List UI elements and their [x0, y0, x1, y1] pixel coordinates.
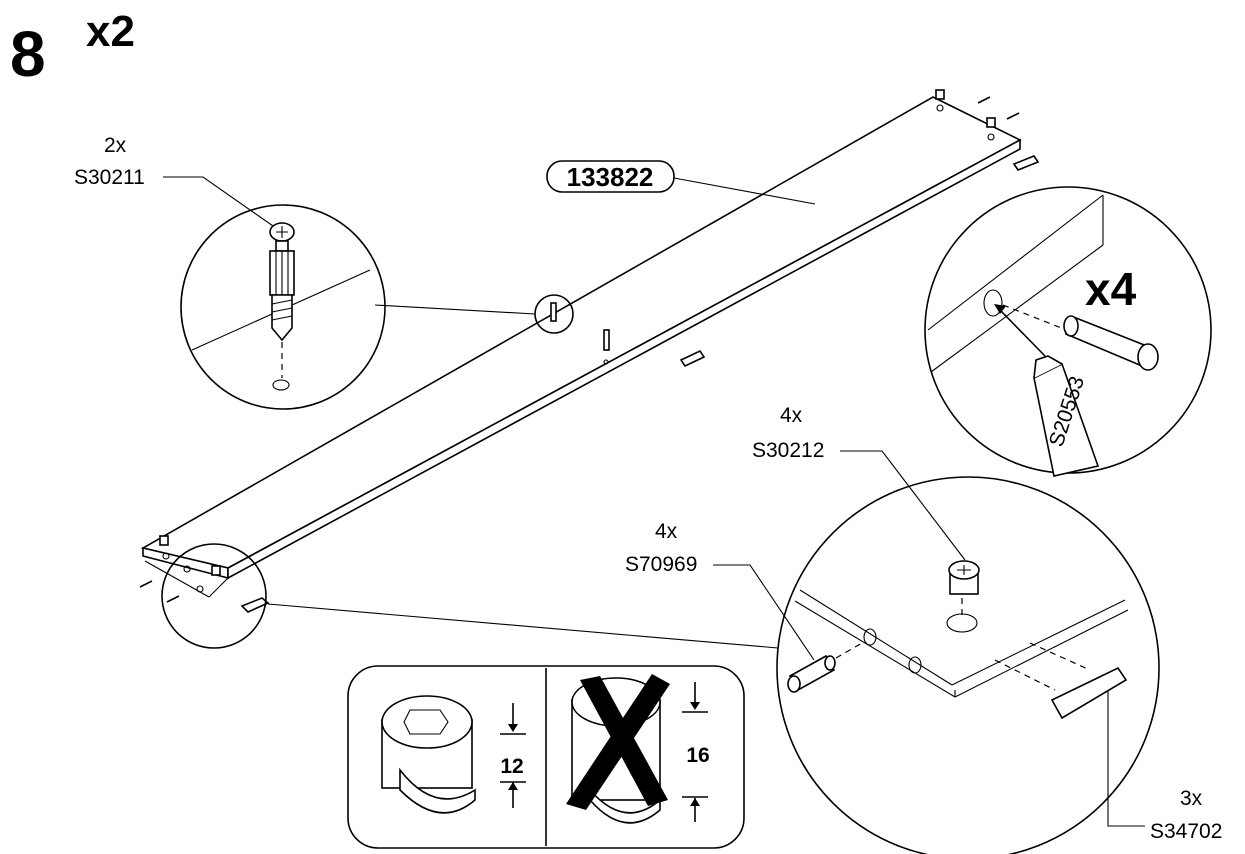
plug-icon	[1050, 666, 1128, 720]
cam-code: S30212	[752, 439, 824, 462]
step-number: 8	[10, 18, 46, 90]
step-multiplier: x2	[86, 7, 135, 56]
hardware-zoom-circle	[776, 476, 1160, 854]
panel-part-label: 133822	[546, 160, 816, 205]
dowel-small-icon	[787, 654, 836, 693]
screw-location-marker	[534, 294, 574, 334]
dowel-glue-callout: x4 S20553	[924, 186, 1212, 477]
cam-orientation-check: 12 16	[347, 665, 745, 849]
hardware-callout: 4x S30212 4x S70969	[161, 404, 1222, 854]
check-frame	[347, 665, 745, 849]
long-panel	[139, 89, 1040, 613]
plug-code: S34702	[1150, 820, 1222, 843]
screw-qty: 2x	[104, 134, 127, 157]
screw-code: S30211	[74, 166, 145, 189]
screw-zoom-circle	[180, 204, 386, 410]
cross-out-icon	[566, 674, 670, 810]
cam-lock-icon	[948, 560, 980, 595]
correct-dimension: 12	[500, 755, 523, 778]
incorrect-dimension: 16	[686, 744, 709, 767]
dowel-qty: 4x	[655, 520, 678, 543]
cam-qty: 4x	[780, 404, 803, 427]
screw-icon	[269, 222, 295, 342]
dowel-glue-qty: x4	[1085, 263, 1137, 315]
cam-correct-icon	[381, 695, 476, 814]
corner-location-marker	[161, 543, 267, 649]
dowel-icon	[1063, 315, 1159, 371]
glue-tube-icon: S20553	[1033, 355, 1100, 477]
screw-callout: 2x S30211	[74, 134, 574, 410]
dowel-code: S70969	[625, 553, 697, 576]
panel-part-number: 133822	[567, 162, 654, 192]
plug-qty: 3x	[1180, 787, 1203, 810]
